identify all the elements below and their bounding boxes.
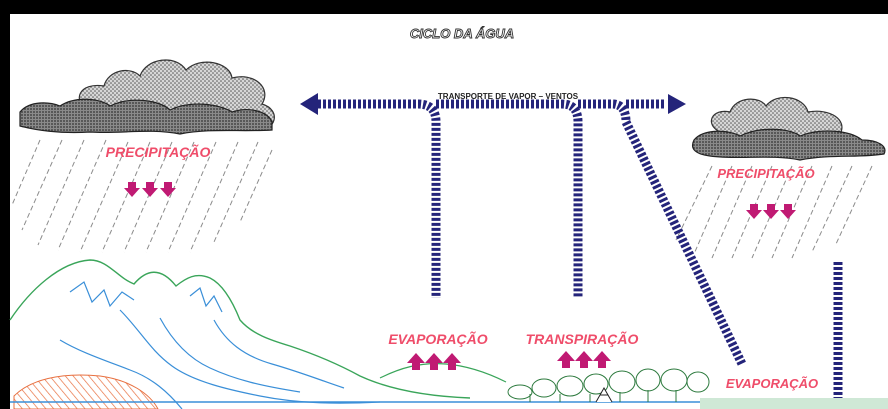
- vapor-arrow-right: [668, 94, 686, 114]
- down-arrows-left: [124, 182, 176, 197]
- soil-hatch: [13, 374, 159, 409]
- rain-left: [11, 139, 273, 253]
- up-arrows-center: [407, 353, 461, 370]
- down-arrows-right: [746, 204, 796, 219]
- frame-left: [0, 0, 10, 409]
- label-evaporation-right: EVAPORAÇÃO: [726, 376, 818, 391]
- label-vapor-transport: TRANSPORTE DE VAPOR – VENTOS: [438, 92, 579, 101]
- up-arrows-transpiration: [557, 351, 611, 368]
- frame-top: [0, 0, 888, 14]
- water-line: [10, 398, 888, 409]
- label-evaporation-center: EVAPORAÇÃO: [388, 330, 487, 347]
- label-precipitation-left: PRECIPITAÇÃO: [106, 143, 211, 160]
- vapor-transport: [318, 99, 843, 409]
- cloud-left: [19, 59, 275, 135]
- vegetation: [507, 368, 710, 403]
- diagram-title: CICLO DA ÁGUA: [410, 26, 514, 41]
- cloud-right: [691, 96, 886, 161]
- vapor-arrow-left: [300, 93, 318, 115]
- label-transpiration: TRANSPIRAÇÃO: [526, 330, 639, 347]
- mountains: [9, 259, 507, 409]
- label-precipitation-right: PRECIPITAÇÃO: [717, 166, 814, 181]
